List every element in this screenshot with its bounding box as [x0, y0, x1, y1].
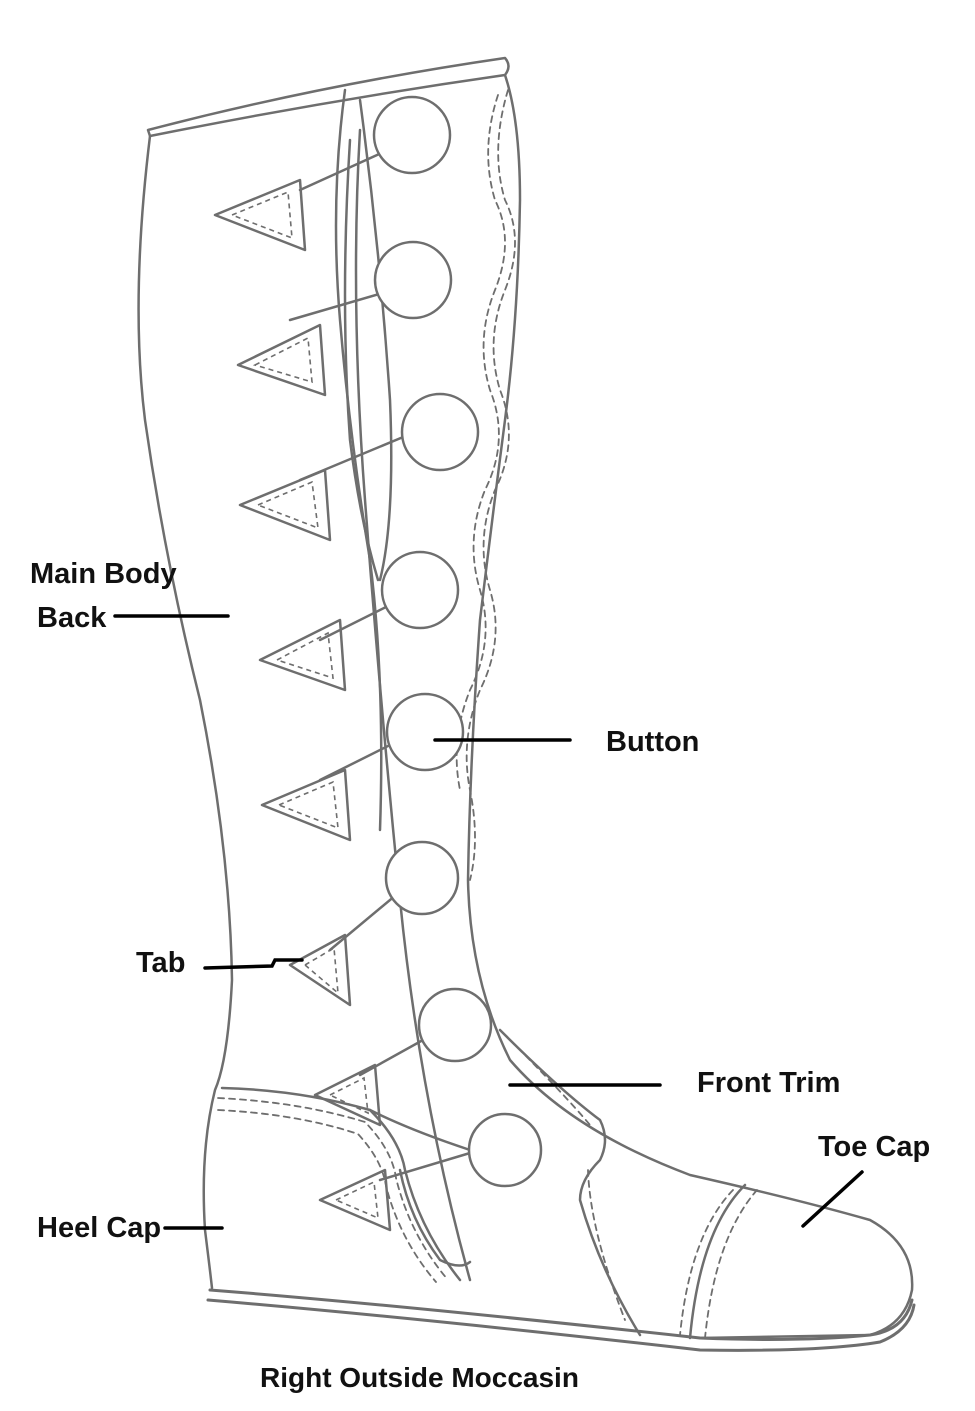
boot-sole — [208, 1288, 914, 1341]
tab-stitching — [229, 190, 379, 1220]
button — [385, 692, 465, 772]
button — [380, 550, 460, 630]
diagram-caption: Right Outside Moccasin — [260, 1362, 579, 1393]
buttons — [372, 95, 543, 1188]
tab — [258, 618, 347, 692]
button — [384, 840, 460, 916]
label-heel-cap: Heel Cap — [37, 1212, 162, 1244]
label-toe-cap: Toe Cap — [818, 1131, 931, 1163]
tab — [318, 1168, 392, 1232]
front-trim-seam — [498, 1028, 642, 1337]
lace-tie — [368, 1108, 472, 1152]
heel-cap-stitch — [217, 1097, 449, 1281]
toe-cap-seam — [688, 1183, 747, 1340]
label-button: Button — [606, 726, 700, 758]
toe-cap-leader — [801, 1170, 864, 1228]
leader-lines — [113, 614, 864, 1230]
tab — [236, 323, 327, 397]
tabs — [213, 178, 392, 1232]
button — [373, 240, 453, 320]
tab — [238, 468, 332, 542]
label-back: Back — [37, 602, 107, 634]
tab — [313, 1063, 382, 1127]
front-scallop-stitch — [465, 89, 516, 881]
button — [467, 1112, 543, 1188]
tab-leader — [203, 958, 304, 970]
boot-back-outline — [137, 134, 234, 1290]
tab — [213, 178, 307, 252]
label-main-body: Main Body — [30, 558, 177, 590]
button — [400, 392, 480, 472]
boot-cuff — [146, 56, 510, 138]
boot-front-outline — [466, 73, 914, 1340]
button — [417, 987, 493, 1063]
heel-cap-seam — [220, 1086, 462, 1282]
label-front-trim: Front Trim — [697, 1067, 841, 1099]
tab — [260, 768, 352, 842]
button — [372, 95, 452, 175]
label-tab: Tab — [136, 947, 186, 979]
boot-sole-bottom — [206, 1298, 916, 1352]
tab — [288, 933, 352, 1007]
